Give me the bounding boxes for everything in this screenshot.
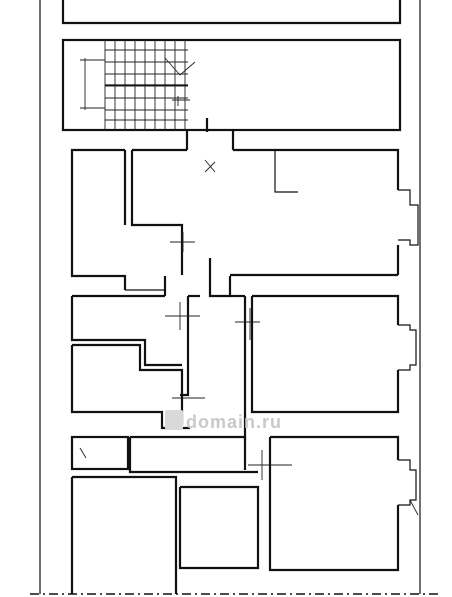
staircase-block [61, 38, 402, 132]
room-small-bath [70, 435, 130, 471]
watermark: domain.ru [165, 410, 282, 432]
lower-hall [128, 435, 292, 480]
room-bottom-right [268, 435, 419, 572]
room-right-middle [250, 294, 417, 414]
stair-passage [185, 118, 235, 173]
outer-walls [30, 0, 440, 595]
room-left-top [70, 148, 127, 290]
stair-treads [80, 40, 196, 130]
watermark-text: domain.ru [186, 412, 282, 432]
room-bottom-center [178, 485, 260, 570]
top-room [61, 0, 402, 25]
room-bottom-left [70, 475, 178, 594]
room-left-middle [70, 289, 182, 367]
room-main-upper [130, 148, 419, 277]
